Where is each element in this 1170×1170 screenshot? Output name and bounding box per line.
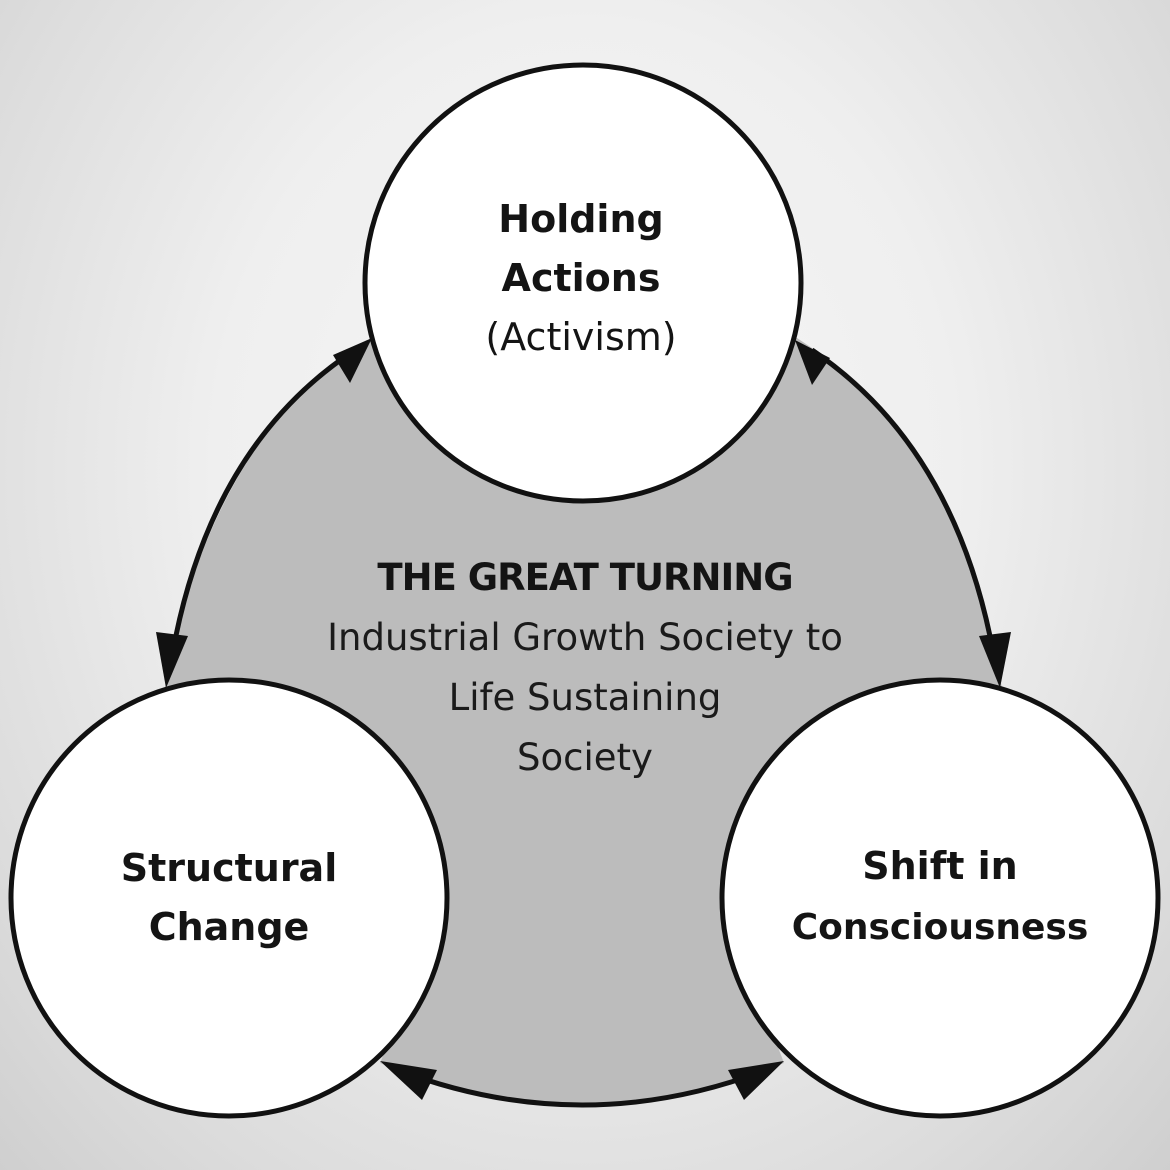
connector-structural-shift: [397, 1067, 767, 1108]
arrowhead-to-holding-left-icon: [333, 338, 372, 383]
node-structural-change: Structural Change: [8, 677, 450, 1119]
arrowhead-to-shift-bottom-icon: [728, 1061, 784, 1100]
connector-holding-shift: [810, 347, 999, 669]
connector-holding-structural: [167, 349, 354, 669]
arrowhead-to-structural-bottom-icon: [380, 1061, 437, 1100]
node-structural-change-line1: Structural: [121, 846, 337, 890]
arrowhead-to-holding-right-icon: [795, 340, 830, 385]
center-region: [165, 338, 1002, 1107]
arrowhead-to-structural-top-icon: [156, 632, 188, 688]
node-shift-in-consciousness: Shift in Consciousness: [719, 677, 1161, 1119]
node-holding-actions-line1: Holding: [498, 197, 663, 241]
center-subtitle-line1: Industrial Growth Society to: [327, 616, 843, 659]
node-holding-actions-line2: Actions: [502, 256, 661, 300]
center-title: THE GREAT TURNING: [377, 556, 792, 599]
node-holding-actions-sub: (Activism): [485, 315, 676, 359]
node-shift-in-consciousness-line2: Consciousness: [792, 907, 1089, 948]
center-text: THE GREAT TURNING Industrial Growth Soci…: [327, 556, 843, 779]
center-subtitle-line2: Life Sustaining: [449, 676, 722, 719]
node-structural-change-line2: Change: [149, 905, 310, 949]
center-subtitle-line3: Society: [517, 736, 653, 779]
arrowhead-to-shift-top-icon: [979, 632, 1011, 688]
node-holding-actions: Holding Actions (Activism): [362, 62, 804, 504]
node-shift-in-consciousness-line1: Shift in: [862, 844, 1017, 888]
